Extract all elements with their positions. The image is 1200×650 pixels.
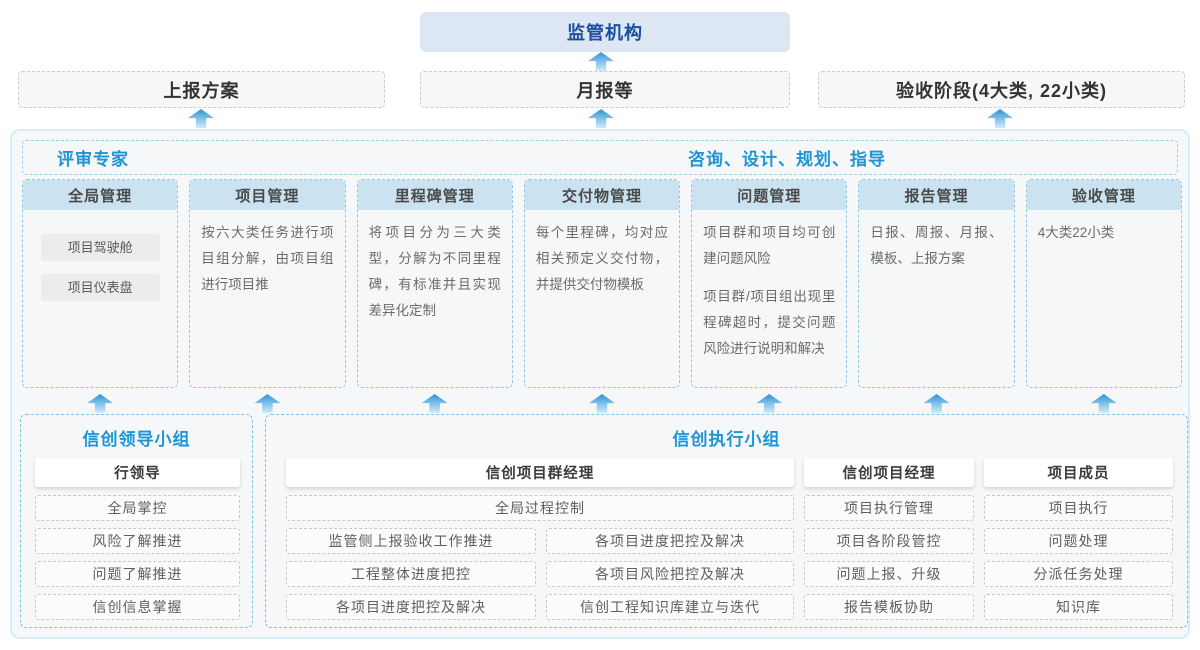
column-text: 日报、周报、月报、模板、上报方案 bbox=[870, 225, 1003, 266]
list-item: 知识库 bbox=[984, 594, 1173, 620]
chip-project-cockpit: 项目驾驶舱 bbox=[40, 234, 160, 261]
list-item: 全局掌控 bbox=[35, 495, 240, 521]
column-title: 报告管理 bbox=[859, 180, 1014, 210]
list-item: 信创信息掌握 bbox=[35, 594, 240, 620]
column-body: 每个里程碑，均对应相关预定义交付物，并提供交付物模板 bbox=[525, 210, 679, 298]
list-item: 信创工程知识库建立与迭代 bbox=[546, 594, 794, 620]
column-acceptance-management: 验收管理 4大类22小类 bbox=[1025, 179, 1182, 388]
column-body: 按六大类任务进行项目组分解，由项目组进行项目推 bbox=[190, 210, 344, 298]
list-item: 各项目风险把控及解决 bbox=[546, 561, 794, 587]
up-arrow-icon bbox=[188, 109, 214, 128]
column-title: 里程碑管理 bbox=[357, 180, 512, 210]
column-text: 将项目分为三大类型，分解为不同里程碑，有标准并且实现差异化定制 bbox=[368, 225, 501, 318]
channel-acceptance-phase: 验收阶段(4大类, 22小类) bbox=[818, 71, 1185, 108]
leadership-group-title: 信创领导小组 bbox=[82, 430, 191, 449]
column-text: 4大类22小类 bbox=[1037, 225, 1115, 240]
list-item: 各项目进度把控及解决 bbox=[546, 528, 794, 554]
column-text: 按六大类任务进行项目组分解，由项目组进行项目推 bbox=[201, 225, 334, 292]
channel-label: 上报方案 bbox=[163, 80, 240, 101]
role-program-manager: 信创项目群经理 bbox=[286, 458, 794, 487]
experts-strip: 评审专家 咨询、设计、规划、指导 bbox=[22, 140, 1178, 175]
column-title: 问题管理 bbox=[692, 180, 847, 210]
column-global-management: 全局管理 项目驾驶舱 项目仪表盘 bbox=[22, 179, 179, 388]
role-project-member: 项目成员 bbox=[984, 458, 1173, 487]
up-arrow-icon bbox=[923, 394, 950, 413]
list-item: 监管侧上报验收工作推进 bbox=[286, 528, 536, 554]
column-deliverable-management: 交付物管理 每个里程碑，均对应相关预定义交付物，并提供交付物模板 bbox=[523, 179, 681, 388]
platform-panel: 评审专家 咨询、设计、规划、指导 全局管理 项目驾驶舱 项目仪表盘 项目管理 按… bbox=[10, 129, 1190, 639]
column-body: 4大类22小类 bbox=[1027, 210, 1181, 246]
regulator-box: 监管机构 bbox=[420, 12, 790, 52]
up-arrow-icon bbox=[1090, 394, 1117, 413]
list-item: 各项目进度把控及解决 bbox=[286, 594, 536, 620]
management-columns: 全局管理 项目驾驶舱 项目仪表盘 项目管理 按六大类任务进行项目组分解，由项目组… bbox=[22, 179, 1182, 388]
up-arrow-icon bbox=[421, 394, 448, 413]
channel-label: 月报等 bbox=[576, 80, 634, 101]
column-body: 项目驾驶舱 项目仪表盘 bbox=[23, 210, 177, 301]
list-item: 项目各阶段管控 bbox=[804, 528, 974, 554]
column-title: 全局管理 bbox=[23, 180, 178, 210]
column-body: 项目群和项目均可创建问题风险 项目群/项目组出现里程碑超时，提交问题风险进行说明… bbox=[692, 210, 846, 362]
list-item: 全局过程控制 bbox=[286, 495, 794, 521]
list-item: 项目执行 bbox=[984, 495, 1173, 521]
column-title: 交付物管理 bbox=[524, 180, 680, 210]
execution-group: 信创执行小组 信创项目群经理 信创项目经理 项目成员 全局过程控制 监管侧上报验… bbox=[265, 414, 1188, 628]
list-item: 分派任务处理 bbox=[984, 561, 1173, 587]
advisory-label: 咨询、设计、规划、指导 bbox=[688, 150, 886, 169]
column-project-management: 项目管理 按六大类任务进行项目组分解，由项目组进行项目推 bbox=[189, 179, 346, 388]
list-item: 问题上报、升级 bbox=[804, 561, 974, 587]
column-body: 将项目分为三大类型，分解为不同里程碑，有标准并且实现差异化定制 bbox=[358, 210, 512, 324]
column-text: 每个里程碑，均对应相关预定义交付物，并提供交付物模板 bbox=[535, 225, 669, 292]
column-issue-management: 问题管理 项目群和项目均可创建问题风险 项目群/项目组出现里程碑超时，提交问题风… bbox=[691, 179, 848, 388]
experts-label: 评审专家 bbox=[57, 150, 129, 169]
list-item: 问题了解推进 bbox=[35, 561, 240, 587]
column-title: 验收管理 bbox=[1026, 180, 1181, 210]
up-arrow-icon bbox=[254, 394, 281, 413]
list-item: 工程整体进度把控 bbox=[286, 561, 536, 587]
column-title: 项目管理 bbox=[190, 180, 345, 210]
up-arrow-icon bbox=[756, 394, 783, 413]
up-arrow-icon bbox=[87, 394, 114, 413]
chip-project-dashboard: 项目仪表盘 bbox=[40, 274, 160, 301]
role-bank-leader: 行领导 bbox=[35, 458, 240, 487]
channel-label: 验收阶段(4大类, 22小类) bbox=[895, 80, 1108, 101]
regulator-label: 监管机构 bbox=[567, 23, 643, 43]
column-arrows-row bbox=[22, 394, 1182, 413]
list-item: 报告模板协助 bbox=[804, 594, 974, 620]
column-body: 日报、周报、月报、模板、上报方案 bbox=[859, 210, 1013, 272]
up-arrow-icon bbox=[588, 394, 615, 413]
channel-monthly-report: 月报等 bbox=[420, 71, 790, 108]
channel-upload-plan: 上报方案 bbox=[18, 71, 385, 108]
column-milestone-management: 里程碑管理 将项目分为三大类型，分解为不同里程碑，有标准并且实现差异化定制 bbox=[356, 179, 513, 388]
leadership-group: 信创领导小组 行领导 全局掌控 风险了解推进 问题了解推进 信创信息掌握 bbox=[20, 414, 253, 628]
list-item: 风险了解推进 bbox=[35, 528, 240, 554]
up-arrow-icon bbox=[588, 109, 614, 128]
up-arrow-icon bbox=[987, 109, 1013, 128]
column-report-management: 报告管理 日报、周报、月报、模板、上报方案 bbox=[858, 179, 1015, 388]
execution-group-title: 信创执行小组 bbox=[672, 430, 781, 449]
column-text: 项目群和项目均可创建问题风险 bbox=[703, 225, 836, 266]
list-item: 项目执行管理 bbox=[804, 495, 974, 521]
up-arrow-icon bbox=[588, 52, 614, 71]
role-project-manager: 信创项目经理 bbox=[804, 458, 974, 487]
list-item: 问题处理 bbox=[984, 528, 1173, 554]
column-text: 项目群/项目组出现里程碑超时，提交问题风险进行说明和解决 bbox=[703, 289, 836, 356]
